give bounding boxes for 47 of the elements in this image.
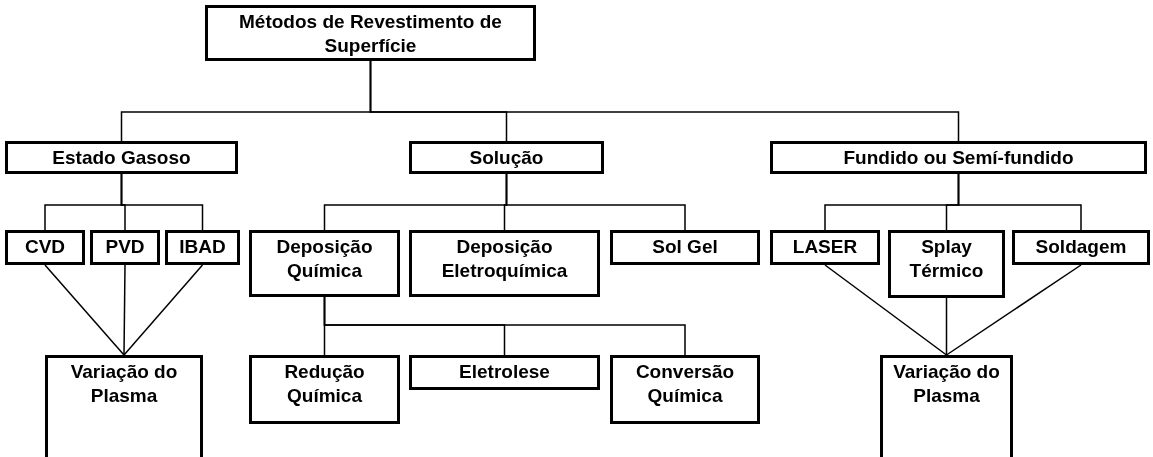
category-box xyxy=(249,355,400,424)
connector-line xyxy=(123,264,126,356)
connector-line xyxy=(945,297,948,356)
node-label: Variação do Plasma xyxy=(892,360,1001,408)
category-box xyxy=(5,230,85,265)
node-label: Variação do Plasma xyxy=(69,360,179,408)
node-label: PVD xyxy=(105,235,145,259)
connector-line xyxy=(824,264,948,356)
connector-line xyxy=(323,296,686,356)
category-box xyxy=(409,355,600,390)
connector-line xyxy=(957,173,1082,231)
node-label: CVD xyxy=(24,235,66,259)
node-label: Métodos de Revestimento de Superfície xyxy=(238,10,503,58)
category-box xyxy=(205,5,536,61)
category-box xyxy=(409,141,604,174)
connector-line xyxy=(505,173,686,231)
category-box xyxy=(1012,230,1150,265)
node-label: Solução xyxy=(469,146,544,170)
node-label: Conversão Química xyxy=(634,360,736,408)
connector-line xyxy=(120,173,204,231)
connector-line xyxy=(945,264,1082,356)
node-label: Splay Térmico xyxy=(908,235,985,283)
node-label: Sol Gel xyxy=(652,235,718,259)
category-box xyxy=(610,230,760,265)
category-box xyxy=(45,355,203,457)
connector-line xyxy=(44,264,125,356)
node-label: LASER xyxy=(792,235,858,259)
node-label: Estado Gasoso xyxy=(52,146,191,170)
category-box xyxy=(888,230,1005,298)
category-box xyxy=(5,141,238,174)
category-box xyxy=(165,230,240,265)
node-label: Fundido ou Semí-fundido xyxy=(843,146,1074,170)
category-box xyxy=(770,141,1147,174)
node-label: Deposição Eletroquímica xyxy=(440,235,569,283)
category-box xyxy=(249,230,400,297)
category-box xyxy=(409,230,600,297)
category-box xyxy=(610,355,760,424)
node-label: Redução Química xyxy=(283,360,366,408)
connector-line xyxy=(369,60,960,142)
node-label: IBAD xyxy=(179,235,226,259)
category-box xyxy=(770,230,880,265)
node-label: Eletrolese xyxy=(459,360,550,384)
category-box xyxy=(90,230,160,265)
node-label: Soldagem xyxy=(1035,235,1127,259)
category-box xyxy=(880,355,1013,457)
connector-line xyxy=(123,264,204,356)
node-label: Deposição Química xyxy=(275,235,374,283)
